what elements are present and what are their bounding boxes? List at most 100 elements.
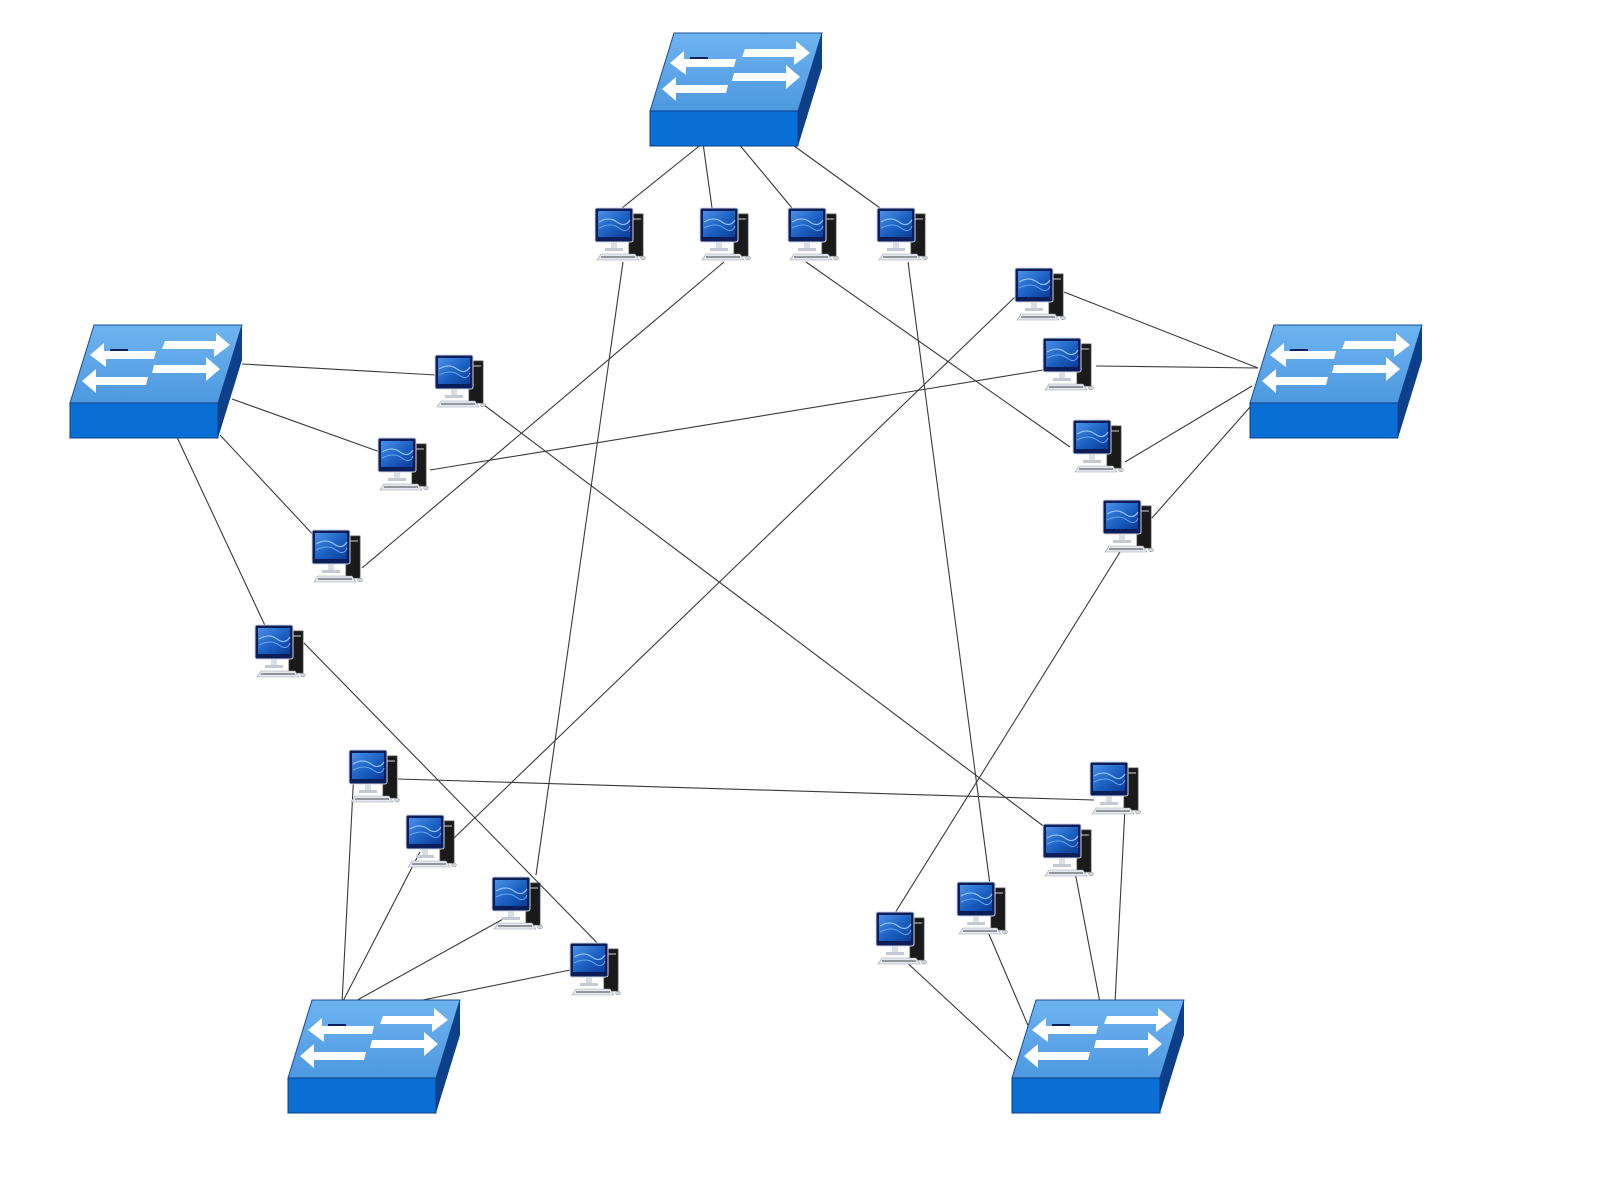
tower-drive xyxy=(471,365,481,367)
computer-pc-18[interactable] xyxy=(956,881,1008,935)
computer-pc-1[interactable] xyxy=(594,207,646,261)
tower-drive xyxy=(414,448,424,450)
mouse xyxy=(745,255,751,261)
link-pc-2-pc-7 xyxy=(361,261,725,569)
link-sw-left-pc-6 xyxy=(231,398,381,453)
desktop-computer-icon xyxy=(875,911,927,965)
computer-pc-11[interactable] xyxy=(1072,419,1124,473)
switch-sw-left[interactable] xyxy=(69,324,243,439)
computer-pc-20[interactable] xyxy=(1089,761,1141,815)
tower-drive xyxy=(1139,510,1149,512)
mouse xyxy=(394,797,400,803)
screen-wave xyxy=(960,892,993,900)
link-sw-right-pc-10 xyxy=(1095,365,1259,369)
arrow-right-icon xyxy=(370,1032,438,1056)
monitor-stand xyxy=(1089,454,1095,460)
computer-pc-9[interactable] xyxy=(1014,267,1066,321)
switch-side-face xyxy=(1398,325,1422,438)
screen-wave xyxy=(1076,430,1109,438)
monitor-stand xyxy=(328,564,334,570)
monitor-stand xyxy=(586,977,592,983)
computer-pc-8[interactable] xyxy=(254,624,306,678)
switch-sw-right[interactable] xyxy=(1249,324,1423,439)
link-sw-bottom-left-pc-15 xyxy=(351,917,506,1004)
tower-drive xyxy=(736,218,746,220)
mouse xyxy=(1088,385,1094,391)
screen-wave xyxy=(598,224,631,232)
screen-wave xyxy=(495,887,528,895)
computer-pc-12[interactable] xyxy=(1102,499,1154,553)
tower-drive xyxy=(606,953,616,955)
screen-wave xyxy=(879,928,912,936)
tower-drive xyxy=(528,887,538,889)
screen-wave xyxy=(1076,436,1109,444)
mouse xyxy=(615,990,621,996)
computer-pc-5[interactable] xyxy=(434,354,486,408)
computer-pc-14[interactable] xyxy=(405,814,457,868)
computer-pc-3[interactable] xyxy=(787,207,839,261)
monitor-base xyxy=(605,248,623,251)
computer-pc-10[interactable] xyxy=(1042,337,1094,391)
mouse xyxy=(423,485,429,491)
arrow-left-icon xyxy=(662,77,728,101)
monitor-stand xyxy=(973,916,979,922)
monitor-stand xyxy=(365,784,371,790)
computer-pc-6[interactable] xyxy=(377,437,429,491)
computer-pc-19[interactable] xyxy=(1042,823,1094,877)
arrow-right-icon xyxy=(162,333,230,357)
computer-pc-17[interactable] xyxy=(875,911,927,965)
arrow-right-icon xyxy=(732,65,800,89)
link-pc-9-pc-14 xyxy=(453,295,1017,839)
tower-drive xyxy=(1126,772,1136,774)
arrow-left-icon xyxy=(1262,369,1328,393)
computer-pc-2[interactable] xyxy=(699,207,751,261)
network-switch-icon xyxy=(662,41,810,101)
computer-pc-4[interactable] xyxy=(876,207,928,261)
computer-pc-13[interactable] xyxy=(348,749,400,803)
monitor-base xyxy=(1053,864,1071,867)
mouse xyxy=(922,255,928,261)
link-sw-right-pc-12 xyxy=(1151,397,1259,519)
screen-wave xyxy=(791,224,824,232)
link-sw-bottom-left-pc-16 xyxy=(407,969,571,1004)
switch-side-face xyxy=(436,1000,460,1113)
switch-sw-bottom-left[interactable] xyxy=(287,999,461,1114)
monitor-base xyxy=(265,665,283,668)
computer-pc-15[interactable] xyxy=(491,876,543,930)
computer-pc-7[interactable] xyxy=(311,529,363,583)
screen-wave xyxy=(438,371,471,379)
computer-pc-16[interactable] xyxy=(569,942,621,996)
links-layer xyxy=(175,142,1259,1061)
screen-wave xyxy=(1046,840,1079,848)
screen-wave xyxy=(315,540,348,548)
screen-wave xyxy=(703,224,736,232)
arrow-right-icon xyxy=(1342,333,1410,357)
network-switch-icon xyxy=(300,1008,448,1068)
screen-wave xyxy=(880,224,913,232)
switch-sw-top[interactable] xyxy=(649,32,823,147)
tower-drive xyxy=(993,892,1003,894)
desktop-computer-icon xyxy=(699,207,751,261)
screen-wave xyxy=(1106,510,1139,518)
link-sw-left-pc-5 xyxy=(241,363,437,376)
monitor-base xyxy=(445,395,463,398)
arrow-left-icon xyxy=(1270,343,1336,367)
switch-sw-bottom-right[interactable] xyxy=(1011,999,1185,1114)
switch-accent xyxy=(1052,1024,1070,1026)
monitor-stand xyxy=(508,911,514,917)
monitor-stand xyxy=(1059,372,1065,378)
desktop-computer-icon xyxy=(377,437,429,491)
arrow-right-icon xyxy=(1094,1032,1162,1056)
screen-wave xyxy=(879,922,912,930)
link-pc-13-pc-20 xyxy=(397,778,1095,801)
screen-wave xyxy=(258,635,291,643)
tower-drive xyxy=(291,635,301,637)
switch-front-face xyxy=(287,1077,437,1114)
desktop-computer-icon xyxy=(594,207,646,261)
monitor-stand xyxy=(1031,302,1037,308)
desktop-computer-icon xyxy=(348,749,400,803)
arrow-left-icon xyxy=(308,1018,374,1042)
switch-side-face xyxy=(798,33,822,146)
arrow-right-icon xyxy=(1332,357,1400,381)
